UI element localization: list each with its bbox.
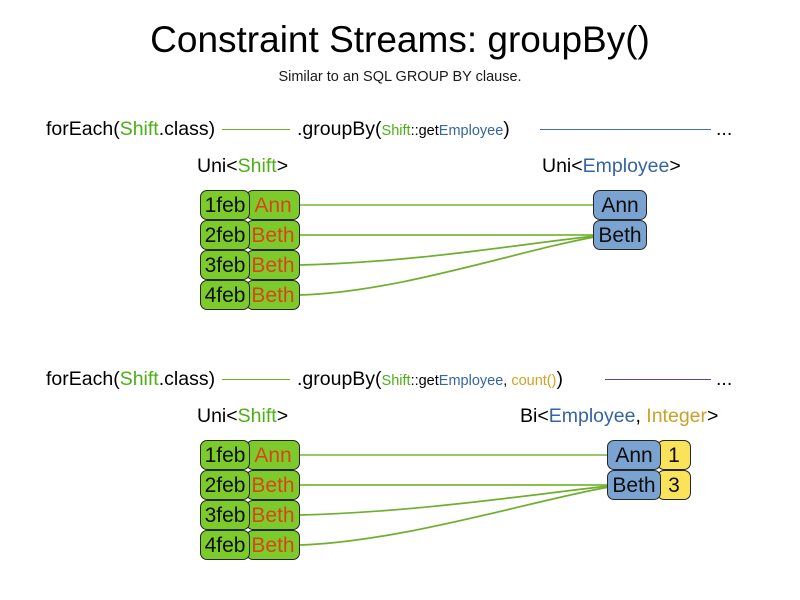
shift-employee: Beth [246, 470, 300, 500]
code-foreach-prefix: forEach( [46, 368, 120, 390]
shift-date: 3feb [200, 500, 250, 530]
stream-link-blue-1 [540, 129, 711, 130]
stream-link-purple-2 [605, 379, 711, 380]
group-employee: Beth [593, 220, 647, 250]
code-groupby-arg-class: Shift [381, 123, 411, 139]
shift-date: 1feb [200, 190, 250, 220]
pipeline-ellipsis-2: ... [716, 368, 733, 390]
shift-employee: Beth [246, 250, 300, 280]
type-right-generic2-2: Integer [646, 405, 708, 427]
shift-employee: Beth [246, 220, 300, 250]
code-groupby-arg-class: Shift [381, 373, 411, 389]
type-left-generic-2: Shift [237, 405, 277, 427]
shift-tuple[interactable]: 2feb Beth [200, 220, 300, 250]
code-foreach-prefix: forEach( [46, 118, 120, 140]
type-right-prefix-2: Bi< [520, 405, 549, 427]
type-right-mid-2: , [635, 405, 647, 427]
code-groupby-arg-member: Employee [438, 123, 504, 139]
group-employee: Ann [607, 440, 661, 470]
shift-date: 1feb [200, 440, 250, 470]
group-count: 3 [657, 470, 691, 500]
pipeline-code-groupby-2: .groupBy(Shift::getEmployee, count()) [297, 368, 563, 392]
code-groupby-label: .groupBy( [297, 118, 382, 140]
group-tuple[interactable]: Beth [593, 220, 647, 250]
group-employee: Beth [607, 470, 661, 500]
type-left-prefix-1: Uni< [197, 155, 238, 177]
shift-employee: Beth [246, 280, 300, 310]
shift-date: 4feb [200, 280, 250, 310]
shift-tuple[interactable]: 1feb Ann [200, 190, 300, 220]
shift-date: 2feb [200, 220, 250, 250]
stream-link-green-2 [222, 379, 290, 380]
code-groupby-arg-comma: , [503, 373, 512, 389]
shift-tuple[interactable]: 4feb Beth [200, 530, 300, 560]
type-left-prefix-2: Uni< [197, 405, 238, 427]
pipeline-code-groupby-1: .groupBy(Shift::getEmployee) [297, 118, 510, 142]
type-right-suffix-1: > [669, 155, 681, 177]
shift-date: 4feb [200, 530, 250, 560]
code-foreach-suffix: .class) [158, 368, 216, 390]
type-left-generic-1: Shift [237, 155, 277, 177]
type-right-generic-1: Employee [582, 155, 670, 177]
type-left-suffix-1: > [276, 155, 289, 177]
shift-date: 2feb [200, 470, 250, 500]
code-groupby-close: ) [503, 118, 510, 140]
code-groupby-arg-sep: ::get [410, 123, 439, 139]
group-tuple[interactable]: Ann 1 [607, 440, 691, 470]
page-title: Constraint Streams: groupBy() [150, 19, 650, 60]
shift-tuple[interactable]: 4feb Beth [200, 280, 300, 310]
group-tuple[interactable]: Ann [593, 190, 647, 220]
code-groupby-arg-member: Employee [438, 373, 504, 389]
shift-tuple[interactable]: 3feb Beth [200, 500, 300, 530]
code-foreach-type: Shift [119, 118, 159, 140]
shift-employee: Beth [246, 530, 300, 560]
shift-employee: Beth [246, 500, 300, 530]
group-employee: Ann [593, 190, 647, 220]
shift-tuple[interactable]: 2feb Beth [200, 470, 300, 500]
stream-link-green-1 [222, 129, 290, 130]
page-subtitle: Similar to an SQL GROUP BY clause. [278, 69, 522, 85]
group-count: 1 [657, 440, 691, 470]
stream-type-left-1: Uni<Shift> [197, 155, 288, 178]
type-left-suffix-2: > [276, 405, 289, 427]
group-tuple[interactable]: Beth 3 [607, 470, 691, 500]
shift-employee: Ann [246, 190, 300, 220]
type-right-generic-2: Employee [548, 405, 636, 427]
stream-type-right-1: Uni<Employee> [542, 155, 681, 178]
pipeline-code-line-2: forEach(Shift.class) [46, 368, 215, 390]
code-groupby-close: ) [556, 368, 563, 390]
stream-type-right-2: Bi<Employee, Integer> [520, 405, 718, 428]
code-groupby-arg-count: count() [511, 373, 557, 389]
code-groupby-arg-sep: ::get [410, 373, 439, 389]
type-right-suffix-2: > [707, 405, 719, 427]
shift-tuple[interactable]: 1feb Ann [200, 440, 300, 470]
shift-employee: Ann [246, 440, 300, 470]
code-foreach-suffix: .class) [158, 118, 216, 140]
shift-tuple[interactable]: 3feb Beth [200, 250, 300, 280]
type-right-prefix-1: Uni< [542, 155, 583, 177]
code-foreach-type: Shift [119, 368, 159, 390]
pipeline-code-line-1: forEach(Shift.class) [46, 118, 215, 140]
pipeline-ellipsis-1: ... [716, 118, 733, 140]
stream-type-left-2: Uni<Shift> [197, 405, 288, 428]
code-groupby-label: .groupBy( [297, 368, 382, 390]
shift-date: 3feb [200, 250, 250, 280]
